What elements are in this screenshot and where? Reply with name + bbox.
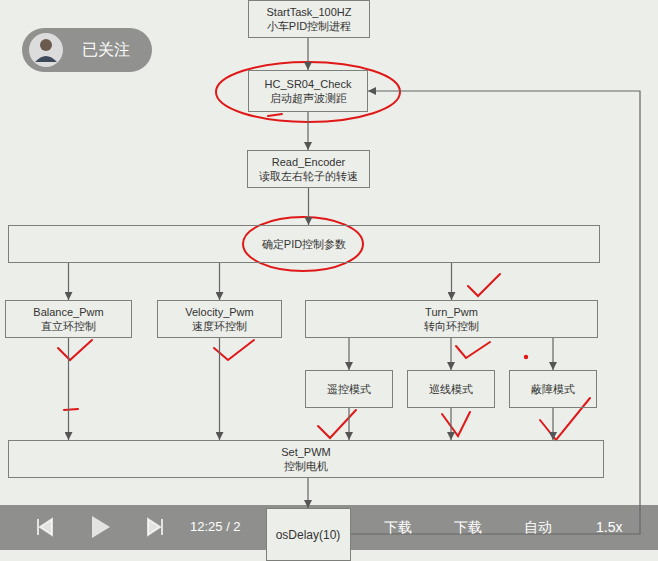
mode-box: 蔽障模式 bbox=[509, 370, 597, 408]
node-title: Turn_Pwm bbox=[425, 305, 478, 319]
flow-arrow bbox=[552, 338, 553, 370]
red-annotations bbox=[58, 62, 590, 440]
node-title: 蔽障模式 bbox=[531, 382, 575, 396]
player-button: 下载 bbox=[454, 519, 482, 537]
follow-badge: 已关注 bbox=[82, 40, 130, 61]
video-time: 12:25 / 2 bbox=[190, 519, 241, 534]
node-title: Set_PWM bbox=[281, 445, 331, 459]
node-title: Velocity_Pwm bbox=[185, 305, 253, 319]
node-title: Balance_Pwm bbox=[33, 305, 103, 319]
node-subtitle: 读取左右轮子的转速 bbox=[259, 169, 358, 183]
process-box: osDelay(10) bbox=[266, 508, 351, 561]
player-button: 自动 bbox=[524, 519, 552, 537]
flow-arrow bbox=[308, 188, 309, 225]
process-box: Turn_Pwm转向环控制 bbox=[305, 300, 598, 338]
node-subtitle: 直立环控制 bbox=[41, 319, 96, 333]
avatar bbox=[29, 33, 63, 67]
node-subtitle: 转向环控制 bbox=[424, 319, 479, 333]
playback-speed: 1.5x bbox=[596, 519, 622, 535]
flow-arrow bbox=[351, 91, 641, 534]
player-icons bbox=[38, 516, 162, 538]
flow-arrow bbox=[348, 408, 349, 440]
node-title: 确定PID控制参数 bbox=[262, 237, 346, 251]
flow-arrow bbox=[307, 112, 308, 150]
flow-arrow bbox=[68, 263, 69, 300]
flow-arrow bbox=[68, 338, 69, 440]
process-box: Balance_Pwm直立环控制 bbox=[5, 300, 132, 338]
process-box: HC_SR04_Check启动超声波测距 bbox=[248, 70, 368, 112]
process-box: Read_Encoder读取左右轮子的转速 bbox=[247, 150, 370, 188]
node-subtitle: 控制电机 bbox=[284, 459, 328, 473]
flow-arrow bbox=[450, 408, 451, 440]
flow-arrow bbox=[450, 338, 451, 370]
flow-arrow bbox=[348, 338, 349, 370]
flow-arrow bbox=[219, 263, 220, 300]
process-band: 确定PID控制参数 bbox=[8, 225, 600, 263]
process-band: Set_PWM控制电机 bbox=[8, 440, 604, 478]
process-box: StartTask_100HZ小车PID控制进程 bbox=[248, 0, 370, 38]
flow-arrow bbox=[219, 338, 220, 440]
follow-pill bbox=[22, 28, 152, 72]
node-subtitle: 速度环控制 bbox=[192, 319, 247, 333]
node-title: StartTask_100HZ bbox=[267, 5, 352, 19]
node-subtitle: 小车PID控制进程 bbox=[267, 19, 351, 33]
node-subtitle: 启动超声波测距 bbox=[270, 91, 347, 105]
node-title: osDelay(10) bbox=[276, 528, 341, 542]
node-title: 遥控模式 bbox=[327, 382, 371, 396]
node-title: Read_Encoder bbox=[272, 155, 345, 169]
flow-arrow bbox=[307, 38, 308, 70]
mode-box: 巡线模式 bbox=[407, 370, 495, 408]
flow-arrow bbox=[552, 408, 553, 440]
mode-box: 遥控模式 bbox=[305, 370, 393, 408]
player-button: 下载 bbox=[384, 519, 412, 537]
node-title: HC_SR04_Check bbox=[265, 77, 352, 91]
flow-arrow bbox=[451, 263, 452, 300]
process-box: Velocity_Pwm速度环控制 bbox=[157, 300, 282, 338]
node-title: 巡线模式 bbox=[429, 382, 473, 396]
flow-arrow bbox=[307, 478, 308, 508]
